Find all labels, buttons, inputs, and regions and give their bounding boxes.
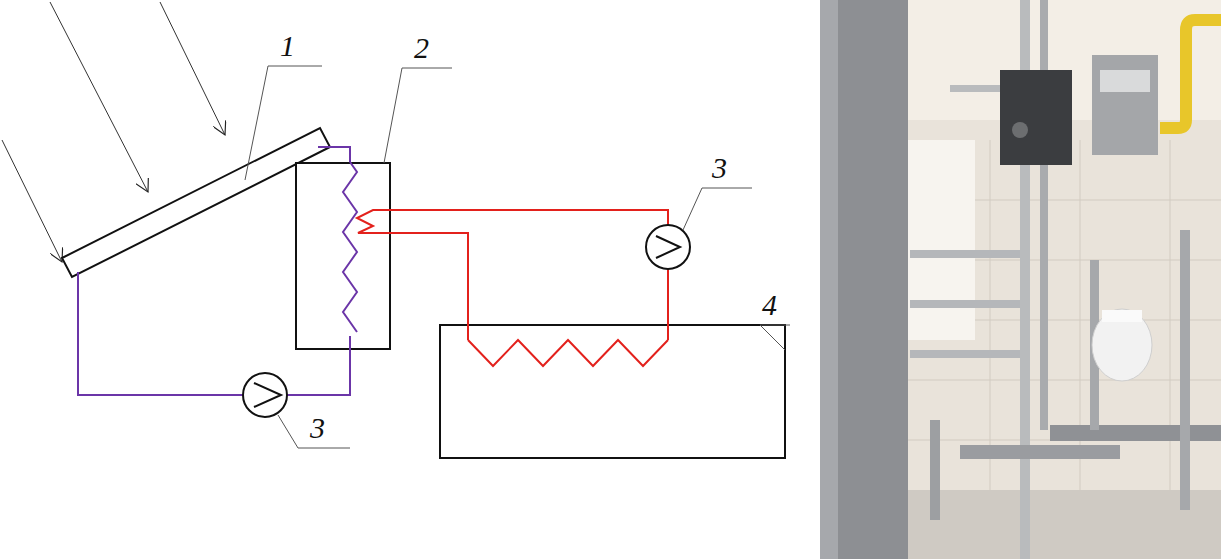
boiler-room-photo <box>820 0 1221 559</box>
callout-number: 2 <box>414 33 429 63</box>
leader-lines <box>245 66 790 448</box>
heater-coil <box>468 340 668 366</box>
pump-symbol <box>243 373 287 417</box>
tank-coil <box>343 162 357 332</box>
pump-symbol <box>646 225 690 269</box>
heat-consumer <box>440 325 785 458</box>
heating-circuit <box>357 210 668 366</box>
collector-circuit <box>78 147 357 395</box>
callout-number: 3 <box>712 153 727 183</box>
storage-tank <box>296 163 390 349</box>
callout-number: 3 <box>310 413 325 443</box>
callout-number: 1 <box>280 31 295 61</box>
sun-rays <box>2 2 225 262</box>
callout-number: 4 <box>762 290 777 320</box>
solar-collector <box>62 128 330 277</box>
